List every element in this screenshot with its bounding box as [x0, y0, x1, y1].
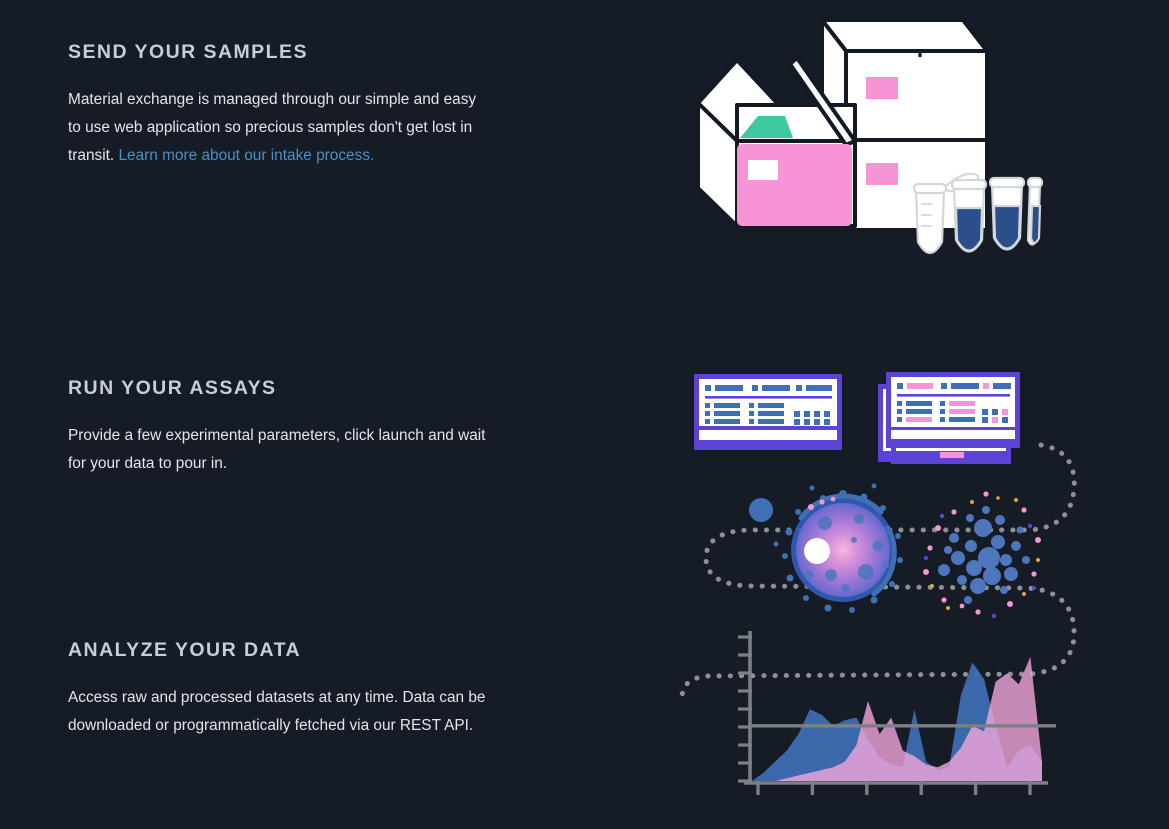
- section-body-run: Provide a few experimental parameters, c…: [68, 427, 486, 472]
- tube-3-filled: [988, 176, 1026, 251]
- illustration-data-chart: [730, 625, 1060, 810]
- sample-tubes: [912, 172, 1044, 255]
- shipping-label-pink-1: [866, 77, 898, 99]
- cell-vacuole: [804, 538, 830, 564]
- content-pink-card: [737, 144, 852, 226]
- section-analyze-your-data: ANALYZE YOUR DATA Access raw and process…: [68, 639, 498, 740]
- tube-1-empty: [912, 172, 980, 255]
- content-teal: [740, 116, 793, 138]
- tube-4-filled: [1026, 176, 1044, 246]
- chart-plot-area: [750, 656, 1056, 781]
- assay-window-left: [694, 374, 842, 450]
- section-body-analyze: Access raw and processed datasets at any…: [68, 689, 486, 734]
- section-run-your-assays: RUN YOUR ASSAYS Provide a few experiment…: [68, 377, 498, 478]
- section-body-text-send: Material exchange is managed through our…: [68, 91, 477, 164]
- section-send-your-samples: SEND YOUR SAMPLES Material exchange is m…: [68, 41, 498, 170]
- chart-x-ticks: [756, 781, 1032, 795]
- section-body-send: Material exchange is managed through our…: [68, 86, 488, 170]
- page-title-analyze: ANALYZE YOUR DATA: [68, 639, 302, 661]
- cell-sphere: [773, 483, 903, 613]
- illustration-shipping-boxes: [680, 8, 1044, 268]
- chart-area-series-b: [752, 656, 1042, 781]
- dotted-connector-path: [679, 442, 1077, 701]
- small-blue-dot: [749, 498, 773, 522]
- illustration-assay-pipeline: [679, 360, 1106, 820]
- page-title-send: SEND YOUR SAMPLES: [68, 41, 308, 63]
- chart-y-ticks: [738, 635, 752, 783]
- tube-2-filled: [950, 178, 988, 253]
- page-title-run: RUN YOUR ASSAYS: [68, 377, 277, 399]
- shipping-label-pink-2: [866, 163, 898, 185]
- molecule-cluster: [923, 491, 1041, 619]
- intake-process-link[interactable]: Learn more about our intake process.: [118, 147, 375, 164]
- content-pink-card-label: [748, 160, 778, 180]
- assay-window-front: [886, 372, 1020, 448]
